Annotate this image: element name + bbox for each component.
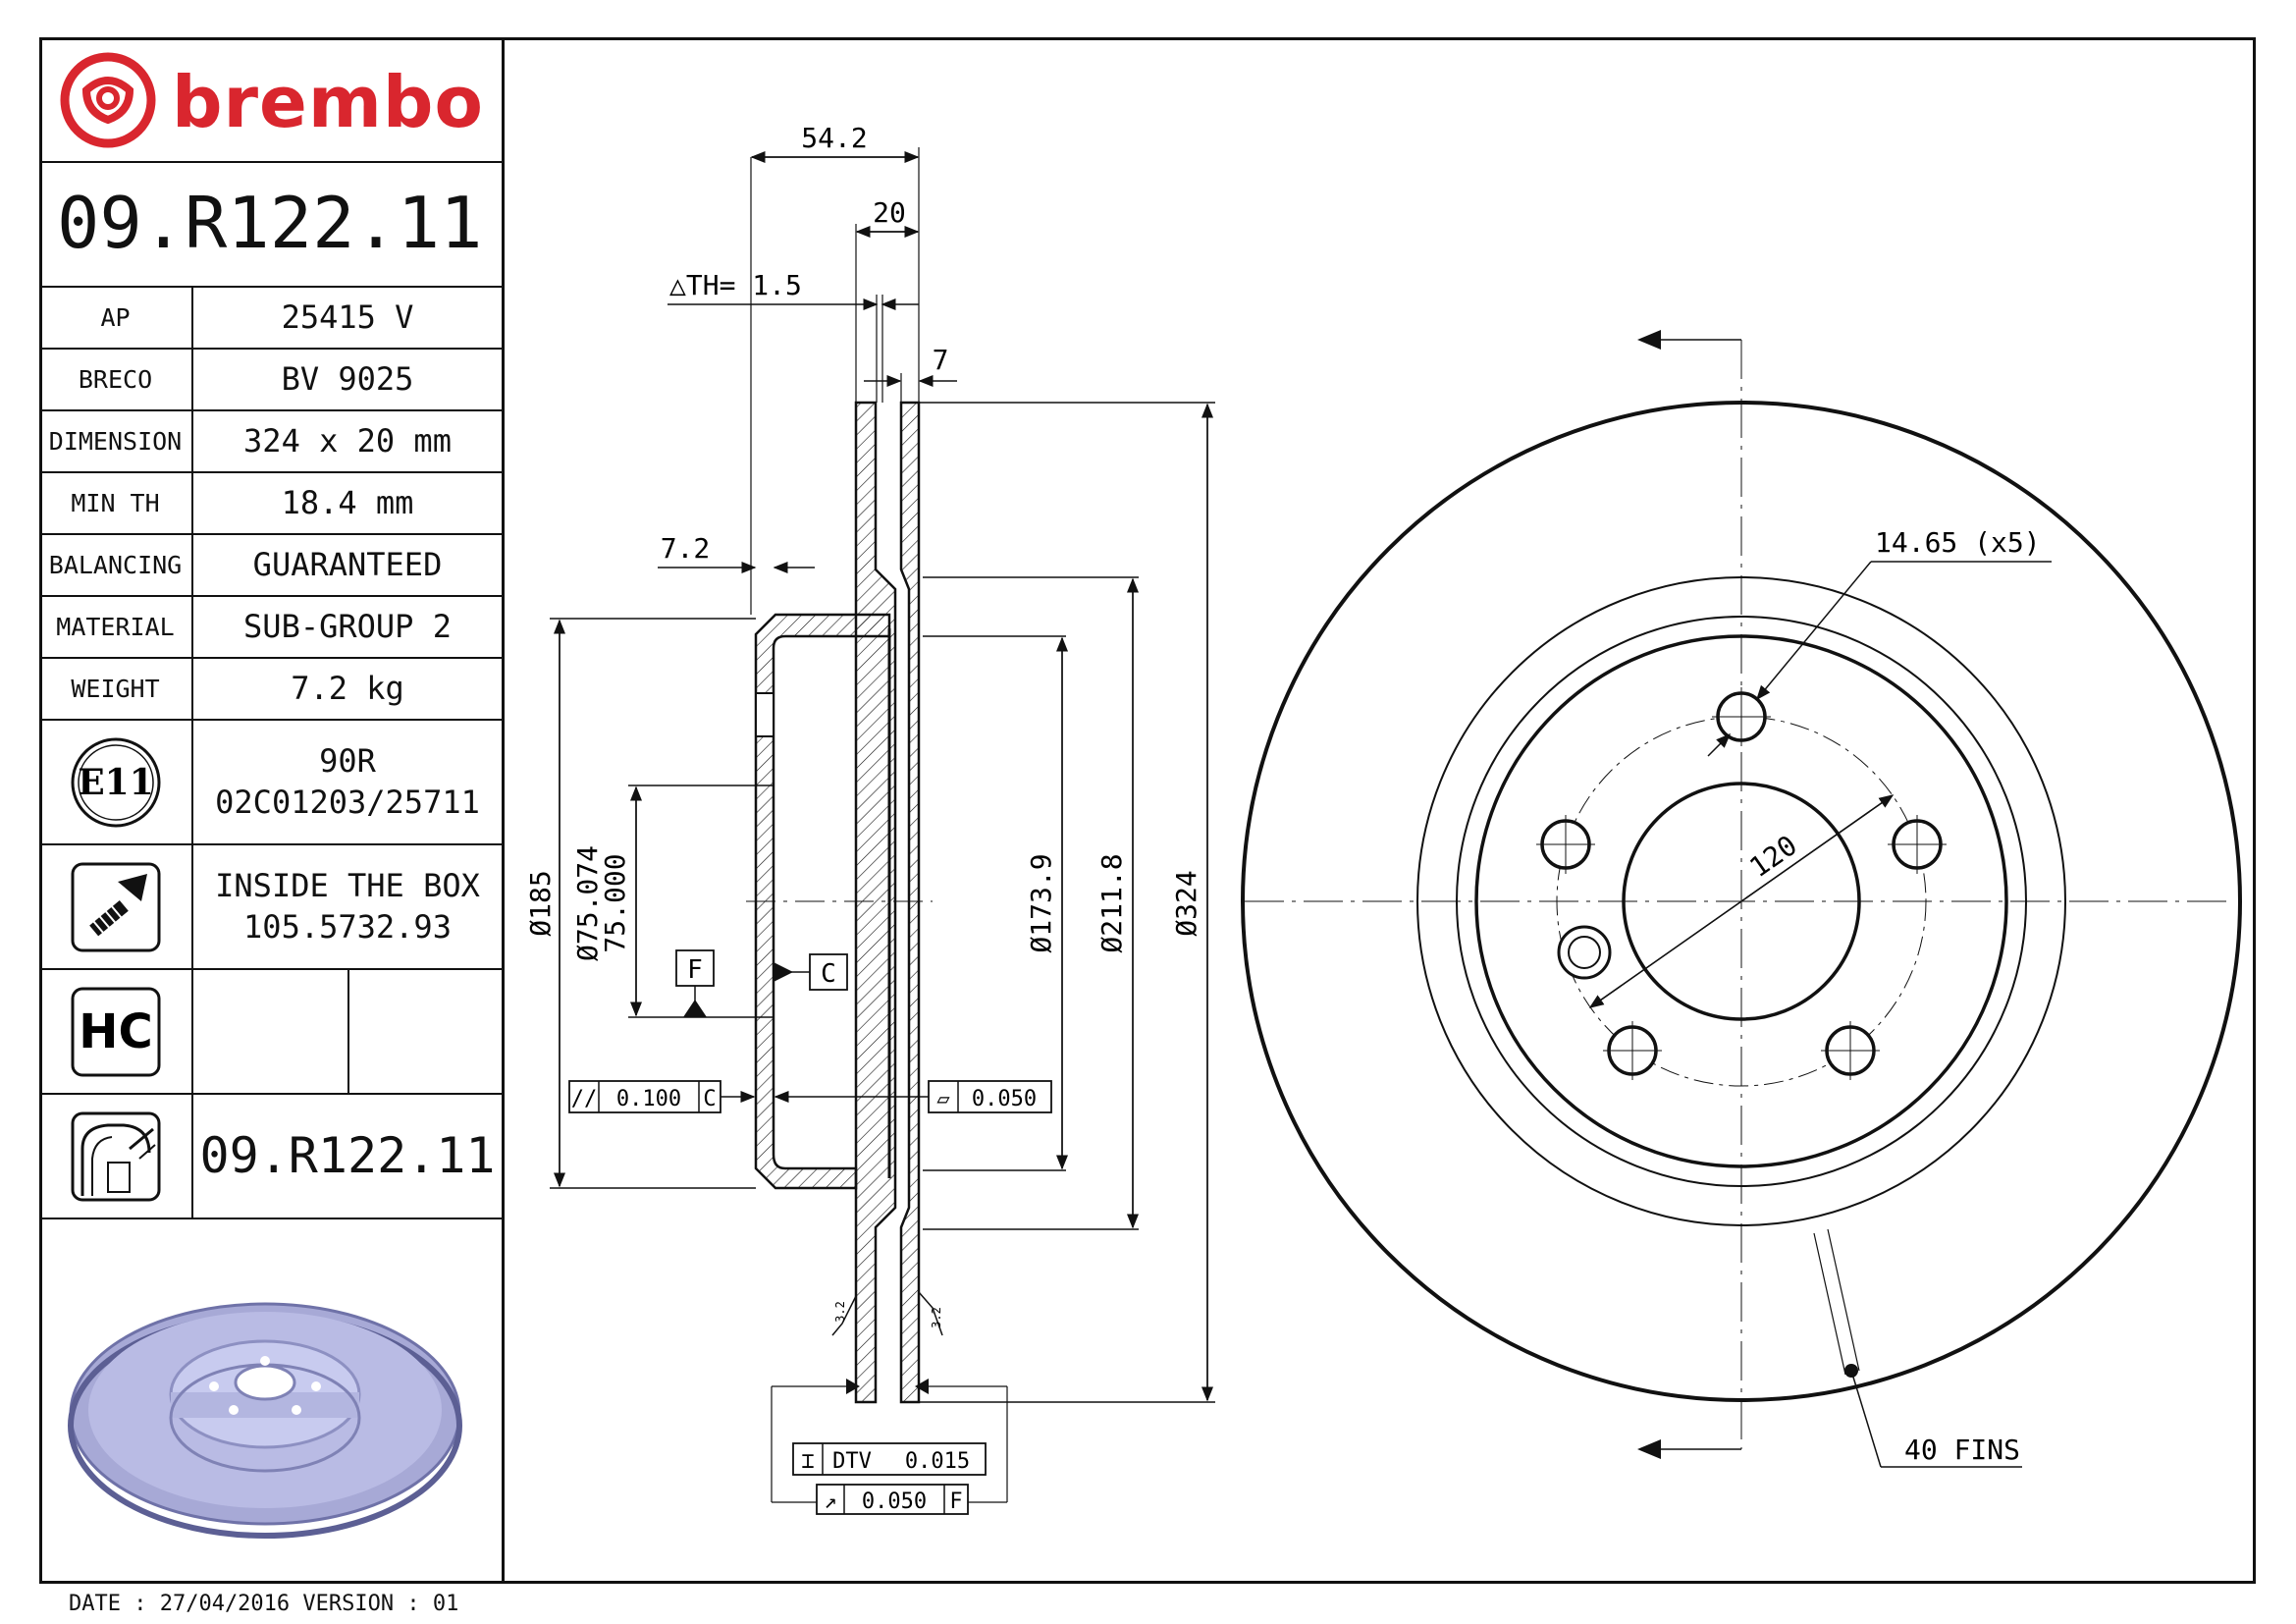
part-number-row: [39, 163, 502, 288]
spec-label: MATERIAL: [39, 597, 193, 657]
tol-parallel-ref: C: [703, 1087, 716, 1111]
section-view: 54.2 20 △TH= 1.5 7 7.2 Ø185 Ø75.074 75.0…: [524, 122, 1215, 1515]
spec-label: BRECO: [39, 350, 193, 409]
spec-label: WEIGHT: [39, 659, 193, 719]
dtv-label: DTV: [832, 1449, 872, 1474]
dim-overall-width: 54.2: [801, 122, 867, 154]
front-view: 120 14.65 (x5) 40 FINS: [1241, 330, 2242, 1468]
dtv-symbol-icon: ⌶: [801, 1449, 814, 1474]
spec-value: 18.4 mm: [281, 483, 414, 521]
hc-badge-icon: HC: [71, 987, 160, 1076]
brembo-logo-icon: [60, 52, 156, 148]
inside-box-row: INSIDE THE BOX 105.5732.93: [39, 845, 502, 970]
screw-icon: [71, 862, 160, 951]
hc-badge-text: HC: [79, 1004, 152, 1059]
drawing-frame: [39, 37, 2256, 1584]
dim-d173: Ø173.9: [1025, 853, 1057, 952]
spec-label: AP: [39, 288, 193, 348]
dim-delta-th: △TH= 1.5: [669, 269, 802, 301]
hc-row-divider: [347, 970, 349, 1093]
flatness-symbol-icon: ▱: [936, 1087, 950, 1111]
certification-line2: 02C01203/25711: [215, 783, 480, 821]
disc-product-image: [68, 1302, 462, 1539]
spec-row-weight: WEIGHT 7.2 kg: [39, 659, 502, 721]
spec-value: 7.2 kg: [291, 669, 404, 707]
hc-badge-cell: HC: [39, 970, 193, 1093]
roughness-2: 3.2: [930, 1307, 943, 1328]
spec-label: MIN TH: [39, 473, 193, 533]
runout-value: 0.050: [862, 1489, 927, 1514]
spec-value: BV 9025: [281, 359, 414, 398]
spec-label: BALANCING: [39, 535, 193, 595]
disc-section-icon: [71, 1111, 160, 1201]
certification-text: 90R 02C01203/25711: [193, 721, 502, 843]
dim-d211: Ø211.8: [1095, 853, 1128, 952]
e11-mark-text: E11: [78, 762, 154, 803]
spec-value: GUARANTEED: [252, 545, 443, 583]
spec-row-ap: AP 25415 V: [39, 288, 502, 350]
certification-line1: 90R: [319, 741, 376, 780]
datum-c: C: [821, 959, 836, 989]
spec-label: DIMENSION: [39, 411, 193, 471]
roughness-1: 3.2: [833, 1301, 847, 1323]
inside-box-line1: INSIDE THE BOX: [215, 866, 480, 904]
spec-row-balancing: BALANCING GUARANTEED: [39, 535, 502, 597]
e11-mark-cell: E11: [39, 721, 193, 843]
spec-value: 25415 V: [281, 298, 414, 336]
dim-hat-wall: 7.2: [661, 532, 711, 565]
tol-flat: 0.050: [972, 1087, 1037, 1111]
logo-row: [39, 37, 502, 163]
spec-row-breco: BRECO BV 9025: [39, 350, 502, 411]
inside-box-line2: 105.5732.93: [243, 907, 452, 946]
date-version: DATE : 27/04/2016 VERSION : 01: [69, 1592, 459, 1616]
dim-d75: Ø75.074: [571, 845, 604, 961]
spec-value: SUB-GROUP 2: [243, 607, 452, 645]
dim-d185: Ø185: [524, 870, 557, 936]
dim-pcd: 120: [1743, 829, 1802, 884]
bottom-part-row: 09.R122.11: [39, 1095, 502, 1219]
spec-row-dimension: DIMENSION 324 x 20 mm: [39, 411, 502, 473]
dim-d324: Ø324: [1170, 870, 1202, 936]
certification-row: E11 90R 02C01203/25711: [39, 721, 502, 845]
fins-label: 40 FINS: [1904, 1434, 2020, 1466]
dim-bolt-hole: 14.65 (x5): [1875, 526, 2041, 559]
dtv-value: 0.015: [905, 1449, 970, 1474]
dim-friction-ring: 7: [933, 344, 949, 376]
spec-value: 324 x 20 mm: [243, 421, 452, 460]
tol-parallel: 0.100: [616, 1087, 681, 1111]
inside-box-text: INSIDE THE BOX 105.5732.93: [193, 845, 502, 968]
screw-icon-cell: [39, 845, 193, 968]
disc-icon-cell: [39, 1095, 193, 1218]
spec-row-material: MATERIAL SUB-GROUP 2: [39, 597, 502, 659]
hc-row: HC: [39, 970, 502, 1095]
parallel-symbol-icon: //: [571, 1087, 598, 1111]
part-number-title: 09.R122.11: [57, 182, 483, 264]
runout-symbol-icon: ↗: [824, 1489, 836, 1514]
runout-ref: F: [949, 1489, 962, 1514]
brand-name: brembo: [172, 61, 484, 143]
bottom-part-number: 09.R122.11: [199, 1127, 496, 1184]
dim-thickness: 20: [873, 196, 906, 229]
datum-f: F: [687, 955, 703, 985]
dim-d75b: 75.000: [599, 853, 631, 952]
e11-mark-icon: E11: [71, 737, 160, 827]
info-panel: AP 25415 V BRECO BV 9025 DIMENSION 324 x…: [39, 37, 505, 1584]
spec-row-min-th: MIN TH 18.4 mm: [39, 473, 502, 535]
